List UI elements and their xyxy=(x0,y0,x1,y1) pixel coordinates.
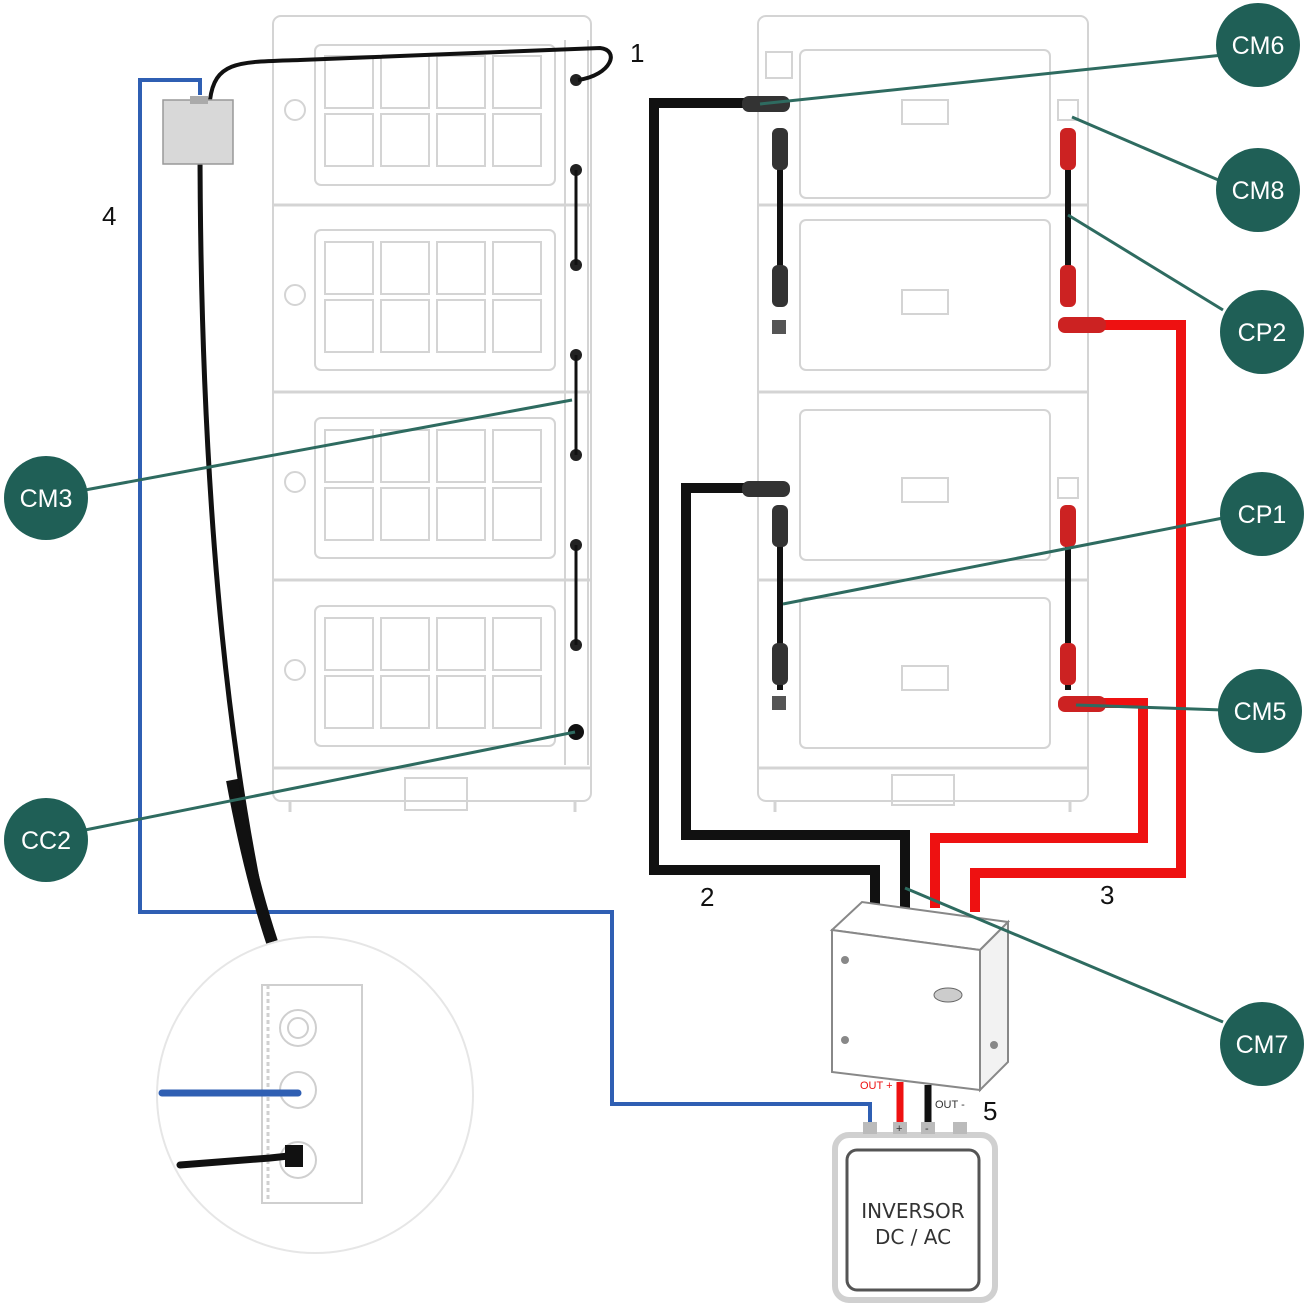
inverter: + - INVERSOR DC / AC xyxy=(832,1122,998,1303)
svg-text:CM7: CM7 xyxy=(1236,1031,1289,1059)
left-battery-module xyxy=(284,229,556,371)
svg-text:CM8: CM8 xyxy=(1232,177,1285,205)
negative-cable-secondary xyxy=(681,483,910,910)
svg-text:CM5: CM5 xyxy=(1234,698,1287,726)
right-battery-stack xyxy=(757,15,1089,812)
svg-text:CC2: CC2 xyxy=(21,827,71,855)
inverter-title: INVERSOR xyxy=(861,1199,965,1223)
badge-cm6: CM6 xyxy=(1216,3,1300,87)
comm-cable-blue xyxy=(138,78,872,1122)
jumper-cables xyxy=(742,96,1106,712)
label-4: 4 xyxy=(102,201,116,231)
left-battery-module xyxy=(284,605,556,747)
left-battery-module xyxy=(284,44,556,186)
inverter-subtitle: DC / AC xyxy=(875,1225,951,1249)
badge-cm3: CM3 xyxy=(4,456,88,540)
label-5: 5 xyxy=(983,1096,997,1126)
zoom-detail xyxy=(156,936,474,1254)
left-battery-module xyxy=(284,417,556,559)
out-plus-label: OUT + xyxy=(860,1080,893,1092)
badge-cp2: CP2 xyxy=(1220,290,1304,374)
badge-cm5: CM5 xyxy=(1218,669,1302,753)
label-3: 3 xyxy=(1100,880,1114,910)
can-converter-box xyxy=(162,96,234,165)
label-2: 2 xyxy=(700,882,714,912)
terminal-plus: + xyxy=(896,1123,902,1135)
svg-text:CM3: CM3 xyxy=(20,485,73,513)
positive-cable-main xyxy=(970,320,1186,912)
left-battery-stack xyxy=(272,15,592,812)
badge-cc2: CC2 xyxy=(4,798,88,882)
comm-cable-black-top xyxy=(208,45,613,101)
callout-lines xyxy=(84,53,1224,1024)
junction-box xyxy=(829,900,1011,1093)
label-1: 1 xyxy=(630,38,644,68)
out-minus-label: OUT - xyxy=(935,1099,965,1111)
badge-cm7: CM7 xyxy=(1220,1002,1304,1086)
badge-cp1: CP1 xyxy=(1220,472,1304,556)
terminal-minus: - xyxy=(925,1123,929,1135)
svg-text:CM6: CM6 xyxy=(1232,32,1285,60)
negative-cable-main xyxy=(649,98,880,910)
svg-text:CP2: CP2 xyxy=(1238,319,1287,347)
svg-text:CP1: CP1 xyxy=(1238,501,1287,529)
badge-cm8: CM8 xyxy=(1216,148,1300,232)
positive-cable-secondary xyxy=(930,698,1148,908)
